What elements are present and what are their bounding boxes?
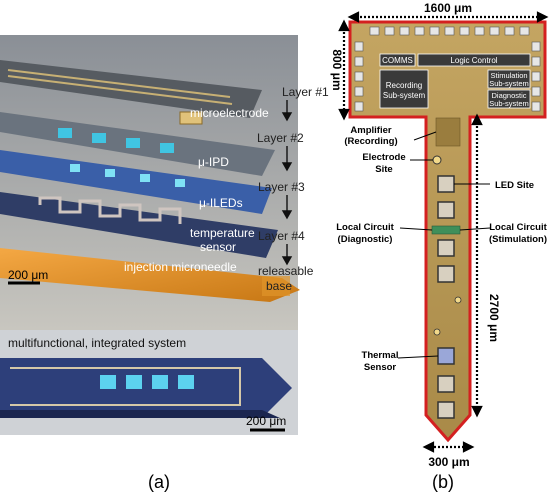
diagnostic-label-1: Diagnostic bbox=[491, 91, 526, 100]
sensor-label: sensor bbox=[200, 240, 236, 254]
amplifier-region bbox=[435, 117, 461, 147]
ipd-chip bbox=[160, 143, 174, 153]
sensor-serpentine bbox=[38, 196, 182, 224]
local-stim-label-2: (Stimulation) bbox=[489, 234, 547, 245]
led-site-label: LED Site bbox=[495, 180, 534, 191]
microneedle-label: injection microneedle bbox=[124, 260, 237, 274]
led-site bbox=[437, 375, 455, 393]
logic-control-block bbox=[417, 53, 531, 67]
height-dimension: 800 μm bbox=[330, 49, 344, 90]
layer-arrows bbox=[281, 100, 293, 266]
releasable-label: releasable bbox=[258, 264, 314, 278]
layer-4-label: Layer #4 bbox=[258, 229, 305, 243]
integrated-led bbox=[152, 375, 168, 389]
comms-block bbox=[379, 53, 416, 67]
led-site bbox=[437, 201, 455, 219]
local-diag-label-1: Local Circuit bbox=[336, 222, 394, 233]
electrode-pad bbox=[179, 111, 203, 125]
logic-control-label: Logic Control bbox=[450, 56, 497, 65]
recording-label-2: Sub-system bbox=[383, 91, 426, 100]
ipd-chip bbox=[92, 133, 106, 143]
releasable-base-shape bbox=[262, 276, 290, 296]
trace-line bbox=[7, 75, 233, 105]
recording-label-1: Recording bbox=[386, 81, 422, 90]
integrated-trace bbox=[10, 367, 241, 406]
thermal-label-1: Thermal bbox=[362, 350, 399, 361]
leader-lines bbox=[397, 131, 491, 359]
tip-dimension: 300 μm bbox=[428, 455, 469, 469]
local-diag-label-2: (Diagnostic) bbox=[338, 234, 393, 245]
led-site bbox=[437, 175, 455, 193]
local-stim-label-1: Local Circuit bbox=[489, 222, 547, 233]
layer-microelectrode bbox=[0, 60, 262, 118]
integrated-probe bbox=[0, 358, 292, 418]
led-site bbox=[437, 239, 455, 257]
width-dimension: 1600 μm bbox=[424, 1, 472, 15]
amplifier-label-1: Amplifier bbox=[350, 125, 391, 136]
layer-1-label: Layer #1 bbox=[282, 85, 329, 99]
ipd-label: μ-IPD bbox=[198, 155, 229, 169]
shank-electrode bbox=[433, 328, 441, 336]
scale-bar-bottom-label: 200 μm bbox=[246, 414, 286, 428]
local-circuit-strip bbox=[431, 225, 461, 235]
scale-bar-top-label: 200 μm bbox=[8, 268, 48, 282]
integrated-led bbox=[100, 375, 116, 389]
panel-b-label: (b) bbox=[432, 472, 454, 492]
electrode-site-label-1: Electrode bbox=[362, 152, 405, 163]
dimension-arrows bbox=[338, 11, 549, 453]
layer-3-label: Layer #3 bbox=[258, 180, 305, 194]
led-site bbox=[437, 401, 455, 419]
led-sites bbox=[437, 175, 455, 419]
bond-pads bbox=[354, 26, 541, 112]
layer-temperature-sensor bbox=[0, 192, 278, 258]
ipd-chip bbox=[58, 128, 72, 138]
integrated-led bbox=[126, 375, 142, 389]
panel-b: COMMS Logic Control Recording Sub-system… bbox=[330, 1, 549, 492]
shank-electrode bbox=[454, 296, 462, 304]
integrated-led bbox=[178, 375, 194, 389]
trace-line bbox=[7, 69, 231, 98]
length-dimension: 2700 μm bbox=[487, 294, 501, 342]
base-label: base bbox=[266, 279, 292, 293]
stimulation-label-2: Sub-system bbox=[489, 79, 529, 88]
led-site bbox=[437, 265, 455, 283]
iled-chip bbox=[70, 164, 80, 172]
layer-2-label: Layer #2 bbox=[257, 131, 304, 145]
electrode-site bbox=[432, 155, 442, 165]
microelectrode-label: microelectrode bbox=[190, 106, 269, 120]
diagnostic-label-2: Sub-system bbox=[489, 99, 529, 108]
temperature-label: temperature bbox=[190, 226, 255, 240]
amplifier-label-2: (Recording) bbox=[344, 136, 397, 147]
thermal-label-2: Sensor bbox=[364, 362, 397, 373]
iled-chip bbox=[140, 174, 150, 182]
panel-a: Layer #1 microelectrode Layer #2 μ-IPD L… bbox=[0, 35, 329, 492]
electrode-site-label-2: Site bbox=[375, 164, 392, 175]
integrated-title: multifunctional, integrated system bbox=[8, 336, 186, 350]
thermal-sensor bbox=[437, 347, 455, 365]
iled-chip bbox=[105, 169, 115, 177]
diagnostic-block bbox=[487, 89, 531, 109]
ipd-chip bbox=[126, 138, 140, 148]
comms-label: COMMS bbox=[382, 56, 413, 65]
integrated-probe-shadow bbox=[0, 410, 280, 418]
recording-block bbox=[379, 69, 429, 109]
injection-microneedle bbox=[0, 248, 300, 302]
iled-label: μ-ILEDs bbox=[199, 196, 243, 210]
iled-chip bbox=[175, 179, 185, 187]
panel-a-label: (a) bbox=[148, 472, 170, 492]
stimulation-block bbox=[487, 69, 531, 89]
layer-iled bbox=[0, 150, 272, 214]
stimulation-label-1: Stimulation bbox=[490, 71, 527, 80]
